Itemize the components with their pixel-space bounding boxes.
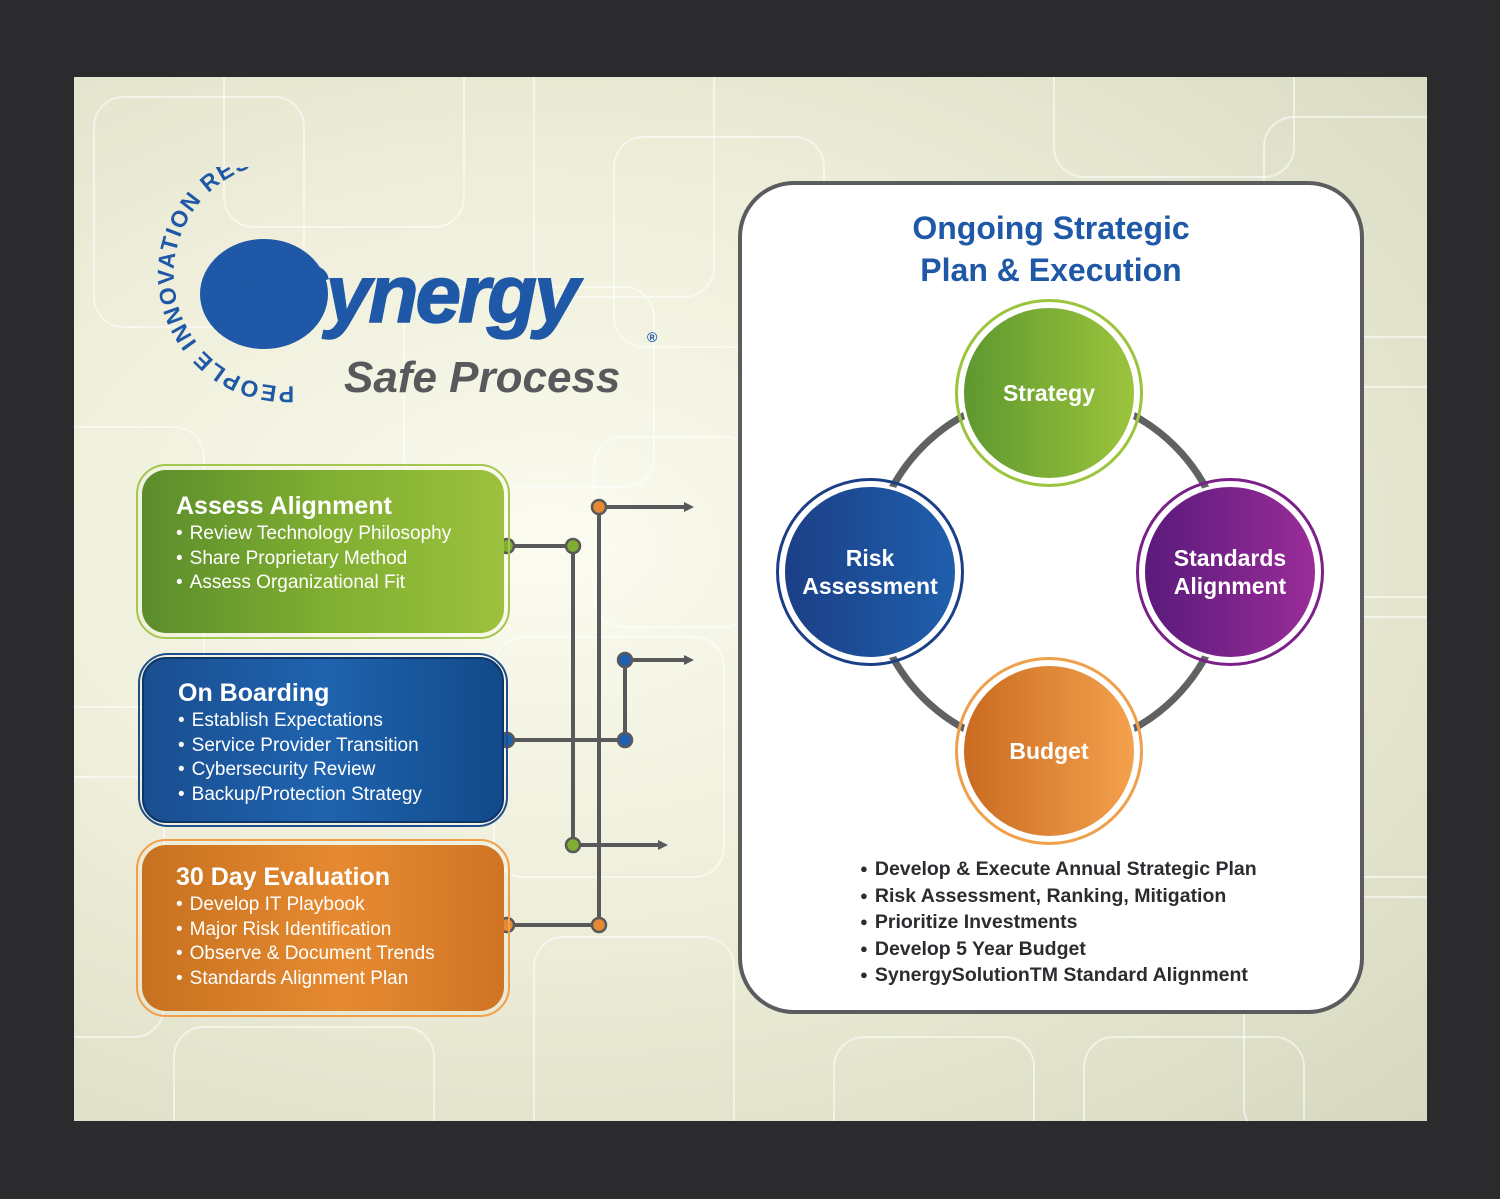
logo: PEOPLE INNOVATION RESULTS itSynergy ® Sa… [153, 167, 658, 407]
cycle-label-line: Standards [1173, 545, 1287, 571]
step-item: Observe & Document Trends [176, 942, 488, 967]
step-item: Assess Organizational Fit [176, 571, 488, 596]
step-item: Develop IT Playbook [176, 893, 488, 918]
panel-title-line1: Ongoing Strategic [912, 210, 1190, 246]
cycle-label-line: Assessment [802, 573, 938, 599]
connector-lines [498, 498, 694, 934]
step-title: Assess Alignment [176, 492, 392, 520]
step-list: Develop IT Playbook Major Risk Identific… [176, 893, 488, 991]
blue-node [616, 651, 634, 669]
cycle-strategy: Strategy [955, 299, 1143, 487]
strategic-plan-panel: Ongoing Strategic Plan & Execution Strat… [738, 181, 1364, 1014]
orange-node [590, 498, 608, 516]
green-connector [507, 544, 668, 850]
step-item: Major Risk Identification [176, 918, 488, 943]
cycle-label: Strategy [1002, 380, 1096, 406]
step-on-boarding: On Boarding Establish Expectations Servi… [138, 653, 508, 827]
panel-bullet: Prioritize Investments [860, 910, 1257, 937]
step-30-day-evaluation: 30 Day Evaluation Develop IT Playbook Ma… [136, 839, 510, 1017]
logo-subtitle: Safe Process [344, 353, 620, 402]
step-list: Establish Expectations Service Provider … [178, 709, 486, 807]
orange-node [590, 916, 608, 934]
cycle-budget: Budget [955, 657, 1143, 845]
step-item: Service Provider Transition [178, 734, 486, 759]
orange-connector [507, 502, 694, 927]
step-item: Establish Expectations [178, 709, 486, 734]
cycle-label-line: Alignment [1173, 573, 1287, 599]
cycle-label: Risk Assessment [802, 544, 938, 600]
diagram-canvas: PEOPLE INNOVATION RESULTS itSynergy ® Sa… [74, 77, 1427, 1121]
step-item: Standards Alignment Plan [176, 967, 488, 992]
panel-bullet: SynergySolutionTM Standard Alignment [860, 963, 1257, 990]
panel-bullet: Develop & Execute Annual Strategic Plan [860, 857, 1257, 884]
green-node [564, 537, 582, 555]
cycle-standards-alignment: Standards Alignment [1136, 478, 1324, 666]
panel-bullet-list: Develop & Execute Annual Strategic Plan … [860, 857, 1257, 990]
logo-brand-text: itSynergy [230, 249, 584, 340]
blue-connector [507, 655, 694, 742]
logo-it-mark [200, 239, 328, 349]
step-item: Review Technology Philosophy [176, 522, 488, 547]
step-item: Backup/Protection Strategy [178, 783, 486, 808]
cycle-label: Budget [1009, 738, 1089, 764]
cycle-risk-assessment: Risk Assessment [776, 478, 964, 666]
cycle-label-line: Risk [845, 545, 895, 571]
green-node [564, 836, 582, 854]
step-list: Review Technology Philosophy Share Propr… [176, 522, 488, 596]
step-assess-alignment: Assess Alignment Review Technology Philo… [136, 464, 510, 639]
step-title: 30 Day Evaluation [176, 863, 390, 891]
panel-title-line2: Plan & Execution [920, 252, 1182, 288]
cycle-label: Standards Alignment [1174, 544, 1286, 600]
step-title: On Boarding [178, 679, 330, 707]
blue-node [616, 731, 634, 749]
panel-bullet: Risk Assessment, Ranking, Mitigation [860, 884, 1257, 911]
logo-registered-mark: ® [647, 329, 658, 345]
panel-bullet: Develop 5 Year Budget [860, 937, 1257, 964]
step-item: Share Proprietary Method [176, 547, 488, 572]
step-item: Cybersecurity Review [178, 758, 486, 783]
